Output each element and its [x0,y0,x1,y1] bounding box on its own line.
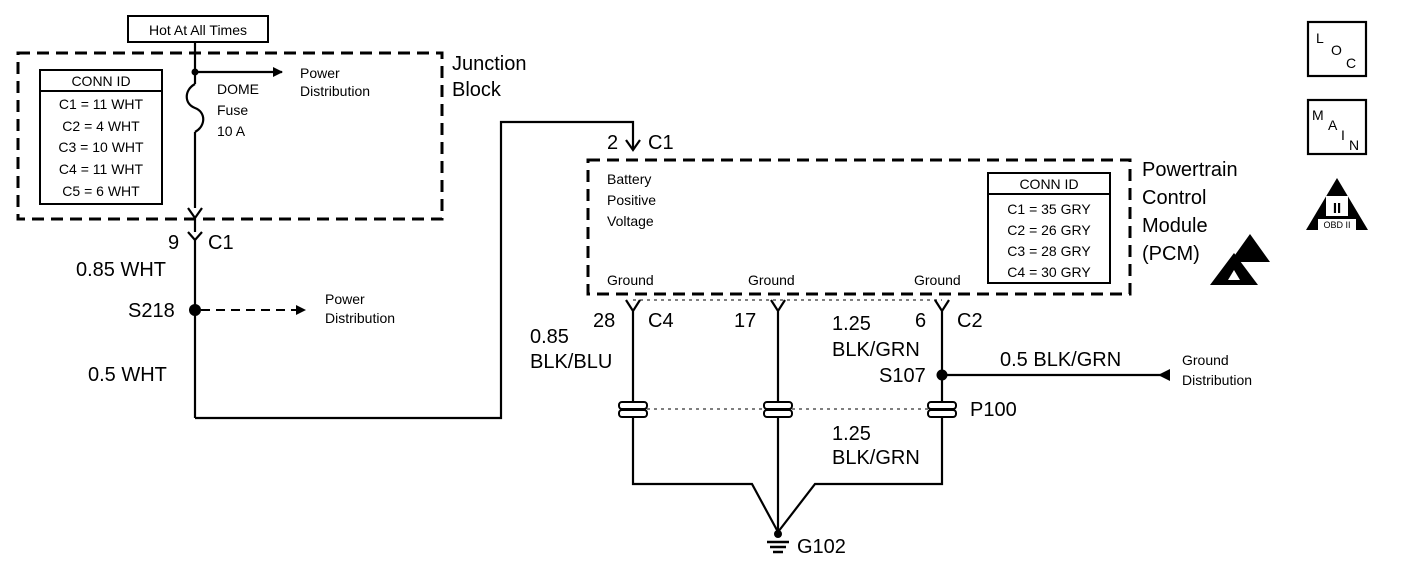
jb-c1-lower-symbol [187,231,203,242]
svg-text:L: L [1316,30,1324,46]
conn-table-row: C1 = 11 WHT [59,96,144,112]
pcm-input-label-2: Positive [607,192,656,208]
ground-connector-17-symbol [770,299,786,402]
s218-label: S218 [128,300,175,322]
conn-table-row: C3 = 10 WHT [58,139,144,155]
pcm-conn-table: CONN ID C1 = 35 GRY C2 = 26 GRY C3 = 28 … [987,172,1111,284]
junction-block-title-1: Junction [452,53,527,75]
ground-wire-c4 [631,417,779,533]
conn-table-row: C1 = 35 GRY [1007,201,1091,217]
battery-feed-wire [195,120,635,420]
ground-conn-c4: C4 [648,310,674,332]
conn-table-header: CONN ID [1019,176,1078,192]
wire-125-blk-grn-bottom-label-2: BLK/GRN [832,447,920,469]
conn-table-header: CONN ID [71,73,130,89]
conn-table-row: C5 = 6 WHT [62,183,140,199]
g102-ground-symbol [767,530,789,554]
pcm-outline [586,158,1132,296]
svg-text:OBD II: OBD II [1323,220,1350,230]
jb-c1-connector-symbol [187,207,203,232]
p100-connector-body [618,401,957,418]
wire-125-blk-grn-top-label-2: BLK/GRN [832,339,920,361]
svg-text:C: C [1346,55,1356,71]
pcm-input-label-1: Battery [607,171,651,187]
jb-power-distribution-1: Power [300,65,340,81]
main-icon: M A I N [1306,98,1368,156]
jb-c1-conn: C1 [208,232,234,254]
ground-connector-c2-symbol [934,299,950,402]
svg-text:O: O [1331,42,1342,58]
ground-wire-c2 [777,417,944,533]
pcm-title-3: Module [1142,215,1208,237]
dome-fuse-label-2: Fuse [217,102,248,118]
svg-text:Hot At All Times: Hot At All Times [149,22,247,38]
conn-table-row: C4 = 30 GRY [1007,264,1091,280]
ground-pin-6: 6 [915,310,926,332]
jb-power-distribution-2: Distribution [300,83,370,99]
pcm-ground-label: Ground [748,272,795,288]
dome-fuse-label-1: DOME [217,81,259,97]
ground-connector-c4-symbol [625,299,641,402]
ground-distribution-2: Distribution [1182,372,1252,388]
s107-label: S107 [879,365,926,387]
ground-conn-c2: C2 [957,310,983,332]
s218-power-distribution-2: Distribution [325,310,395,326]
wire-125-blk-grn-top-label-1: 1.25 [832,313,871,335]
s218-power-distribution-1: Power [325,291,365,307]
wire-085-wht-label: 0.85 WHT [76,259,166,281]
wire-085-blk-blu-label-2: BLK/BLU [530,351,612,373]
svg-text:I: I [1341,127,1345,143]
ground-pin-28: 28 [593,310,615,332]
g102-label: G102 [797,536,846,558]
ground-distribution-1: Ground [1182,352,1229,368]
pcm-title-4: (PCM) [1142,243,1200,265]
pcm-c1-conn: C1 [648,132,674,154]
dome-fuse-label-3: 10 A [217,123,246,139]
wire-125-blk-grn-bottom-label-1: 1.25 [832,423,871,445]
wire-05-wht-label: 0.5 WHT [88,364,167,386]
conn-table-row: C3 = 28 GRY [1007,243,1091,259]
ground-distribution-arrow [1158,369,1170,381]
loc-icon: L O C [1306,20,1368,78]
pcm-ground-label: Ground [914,272,961,288]
junction-block-conn-table: CONN ID C1 = 11 WHT C2 = 4 WHT C3 = 10 W… [39,69,163,205]
obd-ii-icon: II OBD II [1306,178,1368,230]
junction-block-outline [16,51,444,221]
p100-label: P100 [970,399,1017,421]
conn-table-row: C2 = 4 WHT [62,118,140,134]
wire-05-blk-grn-label: 0.5 BLK/GRN [1000,349,1121,371]
pcm-c1-pin: 2 [607,132,618,154]
pcm-title-2: Control [1142,187,1206,209]
hot-at-all-times-label: Hot At All Times [127,15,269,43]
svg-text:M: M [1312,107,1324,123]
junction-block-title-2: Block [452,79,502,101]
ground-pin-17: 17 [734,310,756,332]
s218-splice-dot [189,304,201,316]
svg-text:A: A [1328,117,1338,133]
esd-warning-icon [1210,234,1270,285]
conn-table-row: C2 = 26 GRY [1007,222,1091,238]
svg-text:II: II [1333,200,1341,217]
conn-table-row: C4 = 11 WHT [59,161,144,177]
svg-text:N: N [1349,137,1359,153]
dome-fuse-symbol [185,83,205,133]
jb-c1-pin: 9 [168,232,179,254]
pcm-ground-label: Ground [607,272,654,288]
pcm-input-label-3: Voltage [607,213,654,229]
wire-085-blk-blu-label-1: 0.85 [530,326,569,348]
pcm-title-1: Powertrain [1142,159,1238,181]
